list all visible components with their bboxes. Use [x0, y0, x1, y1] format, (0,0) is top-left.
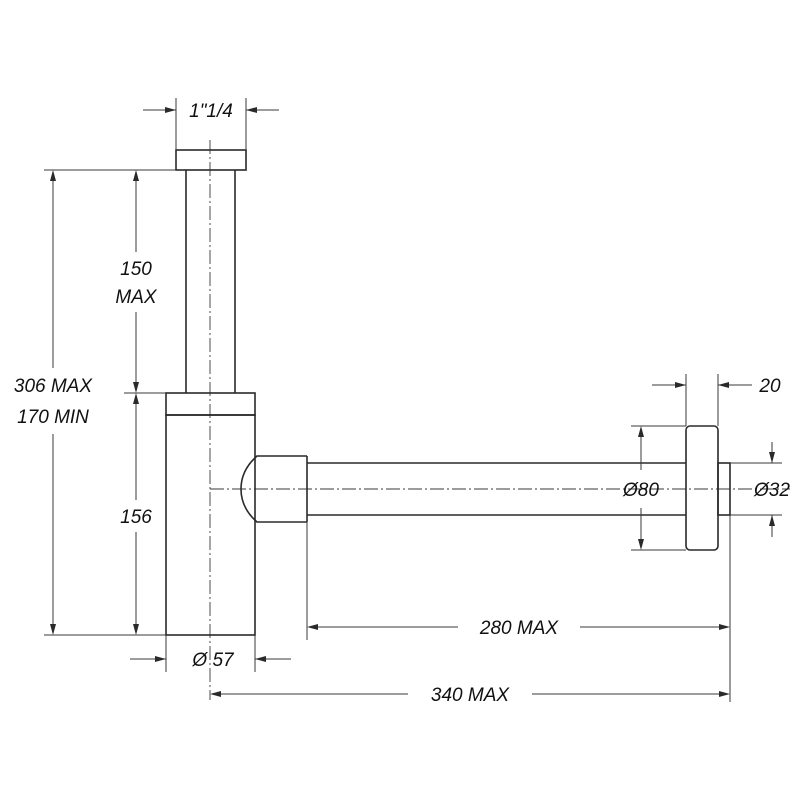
- total-length-label: 340 MAX: [431, 685, 510, 706]
- bottle-trap: [165, 149, 731, 636]
- flange-thickness-label: 20: [758, 376, 781, 397]
- outlet-spigot: [717, 462, 731, 516]
- outlet-pipe: [307, 462, 686, 516]
- dimension-flange-thickness: 20: [652, 374, 781, 426]
- inlet-nut: [175, 149, 247, 171]
- body-diameter-label: Ø 57: [191, 650, 235, 671]
- dimension-body-diameter: Ø 57: [130, 635, 291, 672]
- body-height-label: 156: [120, 507, 152, 528]
- dimension-flange-diameter: Ø80: [622, 425, 686, 551]
- dimension-tube-length: 150 MAX: [115, 170, 158, 393]
- trap-body: [165, 414, 256, 636]
- dimension-outlet-diameter: Ø32: [730, 442, 790, 537]
- total-height-max-label: 306 MAX: [14, 376, 93, 397]
- dimension-inlet-diameter: 1"1/4: [143, 98, 279, 150]
- outlet-elbow: [240, 455, 307, 523]
- inlet-diameter-label: 1"1/4: [189, 101, 233, 122]
- flange-diameter-label: Ø80: [622, 480, 659, 501]
- dimension-outlet-length: 280 MAX: [306, 515, 731, 702]
- dimension-body-height: 156: [120, 393, 152, 635]
- total-height-min-label: 170 MIN: [17, 407, 89, 428]
- wall-flange: [685, 425, 719, 551]
- tube-length-value: 150: [120, 259, 152, 280]
- dimension-total-height: 306 MAX 170 MIN: [14, 170, 93, 635]
- body-collar: [165, 392, 256, 416]
- outlet-length-label: 280 MAX: [479, 618, 559, 639]
- inlet-tube: [185, 170, 236, 393]
- tube-length-qualifier: MAX: [115, 287, 158, 308]
- dimension-total-length: 340 MAX: [210, 685, 730, 706]
- outlet-diameter-label: Ø32: [753, 480, 790, 501]
